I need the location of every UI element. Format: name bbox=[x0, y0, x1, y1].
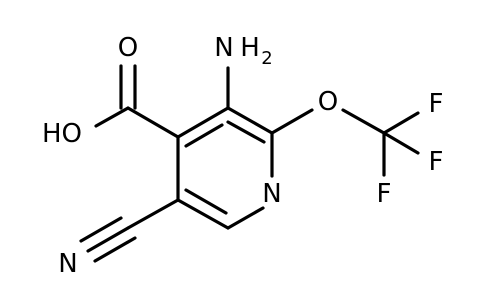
amino-h-label: H bbox=[240, 33, 260, 63]
bond-c4-c3 bbox=[176, 106, 230, 139]
carbonyl-oxygen-label: O bbox=[118, 33, 138, 63]
bond-cn-triple-a bbox=[86, 226, 130, 253]
bond-c-f-top bbox=[382, 111, 420, 135]
hydroxyl-label: HO bbox=[42, 119, 82, 149]
fluorine-right-label: F bbox=[429, 147, 444, 177]
bond-o-cf3 bbox=[341, 108, 386, 135]
ring-nitrogen-label: N bbox=[262, 179, 281, 209]
bond-c5-cn bbox=[126, 198, 180, 230]
bond-c6-c5 bbox=[176, 198, 230, 230]
bond-c3-c2 bbox=[226, 106, 274, 135]
bond-c-oh bbox=[94, 106, 130, 128]
bond-c4-c3-inner bbox=[184, 123, 224, 148]
bond-cn-triple-b bbox=[79, 216, 123, 243]
bond-c4-cooh bbox=[126, 106, 180, 139]
bond-c-f-right bbox=[382, 131, 420, 155]
amino-n-label: N bbox=[214, 33, 233, 63]
amino-subscript: 2 bbox=[261, 48, 272, 69]
bond-cn-triple-c bbox=[93, 236, 137, 263]
pyridine-ring bbox=[176, 106, 274, 230]
bond-c2-o bbox=[270, 108, 314, 135]
bond-c3-c2-inner bbox=[226, 120, 266, 144]
fluorine-bottom-label: F bbox=[377, 179, 392, 209]
nitrile-nitrogen-label: N bbox=[58, 249, 77, 279]
fluorine-top-label: F bbox=[429, 89, 444, 119]
bond-n-c6 bbox=[226, 206, 265, 230]
bond-c6-c5-inner bbox=[184, 188, 228, 215]
ether-oxygen-label: O bbox=[318, 87, 338, 117]
